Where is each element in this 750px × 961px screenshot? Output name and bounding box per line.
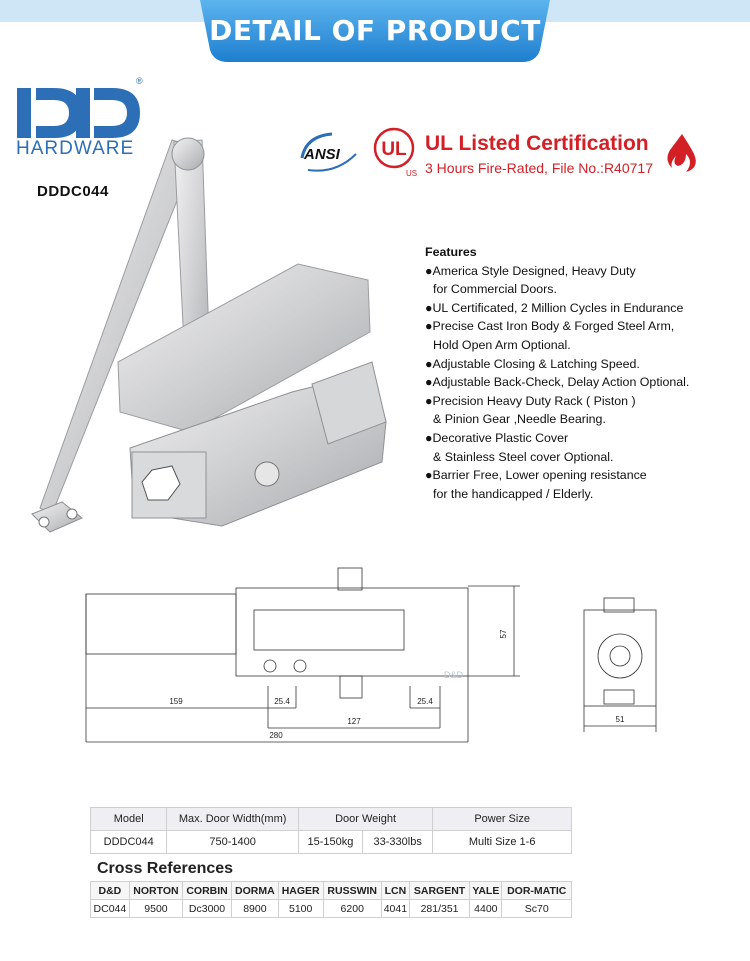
cross-ref-title: Cross References — [97, 860, 234, 877]
bullet-icon: ● — [425, 393, 433, 408]
bullet-icon: ● — [425, 263, 433, 278]
cross-ref-value-cell: 9500 — [128, 899, 184, 918]
cross-ref-header-cell: LCN — [380, 881, 410, 900]
svg-text:US: US — [406, 169, 417, 178]
flame-icon — [667, 134, 696, 172]
cross-ref-header-cell: NORTON — [128, 881, 184, 900]
spec-table-header: Model Max. Door Width(mm) Door Weight Po… — [89, 807, 572, 831]
dim-middle: 127 — [347, 717, 361, 726]
ul-certification-subtitle: 3 Hours Fire-Rated, File No.:R40717 — [425, 160, 653, 176]
spec-header-model: Model — [89, 807, 168, 831]
door-closer-image — [31, 137, 387, 533]
dim-height: 57 — [499, 629, 508, 638]
feature-item: ●Precision Heavy Duty Rack ( Piston ) & P… — [425, 392, 745, 429]
brand-name: HARDWARE — [16, 138, 135, 159]
dim-inner-left: 25.4 — [274, 697, 290, 706]
brand-logo: ® — [17, 76, 143, 138]
feature-text: Adjustable Closing & Latching Speed. — [432, 356, 640, 371]
features-title: Features — [425, 245, 477, 259]
feature-text-continued: for the handicapped / Elderly. — [433, 486, 594, 501]
cross-ref-value-cell: Dc3000 — [182, 899, 232, 918]
cross-ref-value-cell: 281/351 — [408, 899, 471, 918]
ul-certification-title: UL Listed Certification — [425, 132, 649, 155]
cross-ref-value-cell: 5100 — [277, 899, 324, 918]
feature-item: ●America Style Designed, Heavy Duty for C… — [425, 262, 745, 299]
ansi-label: ANSI — [304, 146, 340, 163]
bullet-icon: ● — [425, 430, 433, 445]
feature-item: ●Barrier Free, Lower opening resistance f… — [425, 466, 745, 503]
feature-text: Precision Heavy Duty Rack ( Piston ) — [432, 393, 636, 408]
feature-text: Decorative Plastic Cover — [432, 430, 569, 445]
spec-model: DDDC044 — [89, 830, 168, 854]
spec-width: 750-1400 — [166, 830, 299, 854]
spec-header-weight: Door Weight — [297, 807, 434, 831]
cross-ref-value-cell: 4400 — [469, 899, 503, 918]
cross-ref-header-cell: DOR-MATIC — [501, 881, 572, 900]
feature-item: ●Adjustable Closing & Latching Speed. — [425, 355, 745, 374]
feature-text-continued: Hold Open Arm Optional. — [433, 337, 571, 352]
spec-power: Multi Size 1-6 — [432, 830, 572, 854]
spec-table-row: DDDC044 750-1400 15-150kg 33-330lbs Mult… — [89, 830, 572, 854]
bullet-icon: ● — [425, 375, 433, 390]
feature-text: Barrier Free, Lower opening resistance — [432, 468, 647, 483]
cross-ref-header-cell: YALE — [469, 881, 503, 900]
drawing-watermark: D&D — [444, 670, 464, 680]
feature-item: ●UL Certificated, 2 Million Cycles in En… — [425, 299, 745, 318]
cross-ref-header-cell: DORMA — [230, 881, 279, 900]
cross-ref-value-cell: 8900 — [230, 899, 279, 918]
feature-text: Precise Cast Iron Body & Forged Steel Ar… — [432, 319, 675, 334]
page-title: DETAIL OF PRODUCT — [209, 14, 541, 47]
technical-drawing: 159 25.4 25.4 127 280 57 51 D&D — [85, 567, 657, 743]
feature-item: ●Adjustable Back-Check, Delay Action Opt… — [425, 373, 745, 392]
feature-text: Adjustable Back-Check, Delay Action Opti… — [432, 375, 690, 390]
dim-side-width: 51 — [616, 715, 625, 724]
feature-text-continued: for Commercial Doors. — [433, 282, 557, 297]
features-list: Features ●America Style Designed, Heavy … — [425, 243, 745, 503]
dim-left: 159 — [169, 697, 183, 706]
feature-text-continued: & Stainless Steel cover Optional. — [433, 449, 614, 464]
bullet-icon: ● — [425, 356, 433, 371]
feature-text-continued: & Pinion Gear ,Needle Bearing. — [433, 412, 606, 427]
cross-ref-header-cell: RUSSWIN — [322, 881, 382, 900]
cross-ref-header-cell: D&D — [90, 881, 130, 900]
feature-text: UL Certificated, 2 Million Cycles in End… — [432, 300, 684, 315]
cross-ref-header-cell: HAGER — [277, 881, 324, 900]
banner-background — [0, 0, 750, 62]
cross-ref-value-cell: 6200 — [322, 899, 382, 918]
cross-ref-value-cell: 4041 — [380, 899, 410, 918]
spec-weight-lbs: 33-330lbs — [362, 830, 434, 854]
svg-text:UL: UL — [381, 139, 407, 160]
bullet-icon: ● — [425, 468, 433, 483]
bullet-icon: ● — [425, 300, 433, 315]
cross-ref-value-cell: Sc70 — [501, 899, 572, 918]
spec-weight-kg: 15-150kg — [297, 830, 364, 854]
spec-table: Model Max. Door Width(mm) Door Weight Po… — [89, 807, 572, 854]
feature-item: ●Decorative Plastic Cover & Stainless Ste… — [425, 429, 745, 466]
spec-header-power: Power Size — [432, 807, 572, 831]
dim-inner-right: 25.4 — [417, 697, 433, 706]
feature-text: America Style Designed, Heavy Duty — [432, 263, 636, 278]
cross-ref-value-cell: DC044 — [90, 899, 130, 918]
svg-text:®: ® — [136, 76, 143, 86]
spec-header-width: Max. Door Width(mm) — [166, 807, 299, 831]
ul-icon: UL US — [373, 127, 417, 178]
model-code: DDDC044 — [37, 183, 109, 200]
cross-ref-header-cell: SARGENT — [408, 881, 471, 900]
bullet-icon: ● — [425, 319, 433, 334]
cross-ref-header-cell: CORBIN — [182, 881, 232, 900]
ansi-icon — [300, 132, 357, 172]
feature-item: ●Precise Cast Iron Body & Forged Steel A… — [425, 317, 745, 354]
dim-total: 280 — [269, 731, 283, 740]
